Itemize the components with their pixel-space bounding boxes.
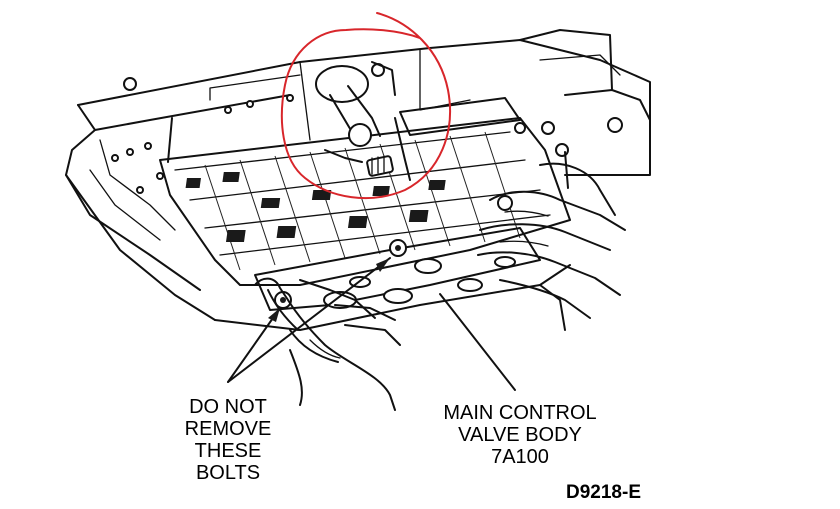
main-control-line-3: 7A100 xyxy=(491,446,549,468)
leader-lines xyxy=(227,257,516,391)
right-hand xyxy=(477,162,626,319)
main-control-line-1: MAIN CONTROL xyxy=(443,402,597,424)
do-not-remove-line-1: DO NOT xyxy=(189,396,267,418)
figure-code: D9218-E xyxy=(566,482,641,503)
valve-body xyxy=(159,97,571,286)
do-not-remove-label: DO NOT REMOVE THESE BOLTS xyxy=(168,396,288,484)
valve-body-grid xyxy=(204,131,521,271)
case-bolts xyxy=(111,77,623,194)
do-not-remove-line-4: BOLTS xyxy=(195,462,261,484)
do-not-remove-line-2: REMOVE xyxy=(184,418,272,440)
channel-plate xyxy=(254,227,541,311)
manual-lever-assembly xyxy=(315,61,396,177)
main-control-label: MAIN CONTROL VALVE BODY 7A100 xyxy=(425,402,615,468)
valve-body-cavities xyxy=(185,172,446,242)
retaining-bolts xyxy=(274,195,513,309)
annotation-circle xyxy=(280,12,452,200)
do-not-remove-line-3: THESE xyxy=(194,440,262,462)
main-control-line-2: VALVE BODY xyxy=(458,424,582,446)
